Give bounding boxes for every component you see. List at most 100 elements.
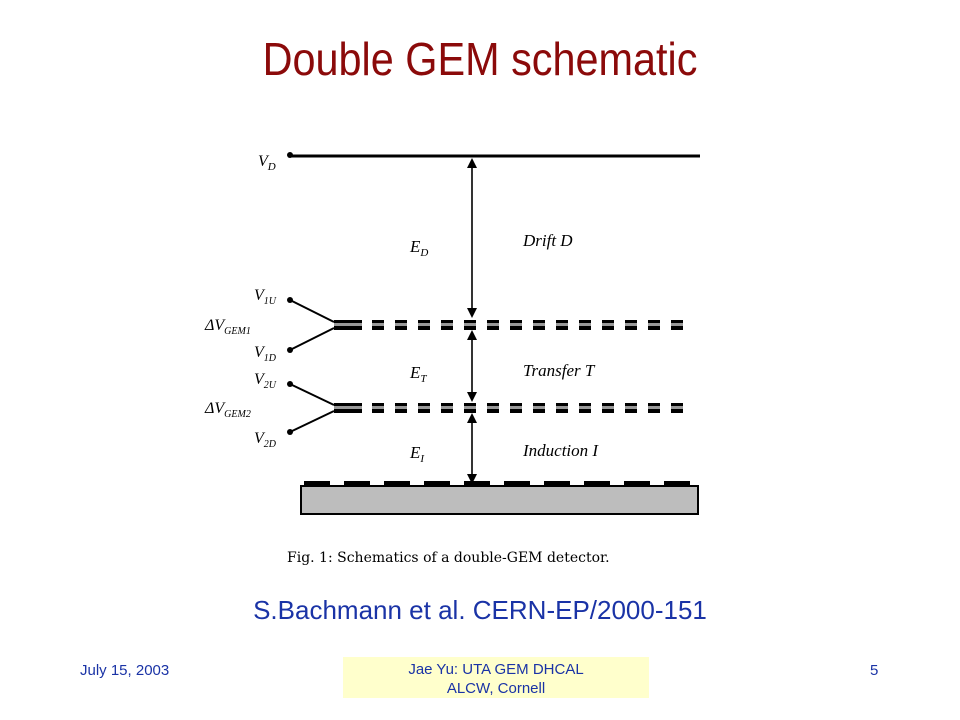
foil-segment bbox=[602, 406, 614, 410]
v2d-label: V2D bbox=[254, 430, 277, 450]
readout-pads bbox=[304, 481, 690, 486]
foil-segment bbox=[441, 403, 453, 407]
foil-segment bbox=[510, 326, 522, 330]
foil-segment bbox=[418, 406, 430, 410]
foil-segment bbox=[487, 403, 499, 407]
foil-segment bbox=[464, 406, 476, 410]
foil-segment bbox=[510, 403, 522, 407]
foil-segment bbox=[533, 406, 545, 410]
foil-segment bbox=[602, 409, 614, 413]
foil-segment bbox=[556, 320, 568, 324]
foil-segment bbox=[556, 323, 568, 327]
foil-segment bbox=[671, 406, 683, 410]
foil-segment bbox=[648, 326, 660, 330]
foil-segment bbox=[533, 409, 545, 413]
gem1-foil-body bbox=[334, 323, 362, 327]
foil-segment bbox=[418, 323, 430, 327]
foil-segment bbox=[487, 320, 499, 324]
readout-pad bbox=[344, 481, 370, 486]
readout-pad bbox=[584, 481, 610, 486]
foil-segment bbox=[441, 326, 453, 330]
foil-segment bbox=[441, 406, 453, 410]
foil-segment bbox=[372, 409, 384, 413]
drift-region-label: Drift D bbox=[522, 231, 573, 250]
foil-segment bbox=[418, 403, 430, 407]
foil-segment bbox=[487, 326, 499, 330]
foil-segment bbox=[395, 409, 407, 413]
foil-segment bbox=[579, 323, 591, 327]
foil-segment bbox=[464, 323, 476, 327]
foil-segment bbox=[510, 320, 522, 324]
foil-segment bbox=[464, 326, 476, 330]
dvgem2-label: ΔVGEM2 bbox=[204, 400, 251, 420]
footer-author: Jae Yu: UTA GEM DHCAL bbox=[408, 661, 584, 678]
transfer-region-label: Transfer T bbox=[523, 361, 596, 380]
foil-segment bbox=[625, 323, 637, 327]
foil-segment bbox=[671, 409, 683, 413]
foil-segment bbox=[487, 323, 499, 327]
induction-region-label: Induction I bbox=[522, 441, 599, 460]
readout-pad bbox=[304, 481, 330, 486]
foil-segment bbox=[556, 409, 568, 413]
foil-segment bbox=[418, 326, 430, 330]
et-label: ET bbox=[409, 363, 427, 385]
readout-pad bbox=[384, 481, 410, 486]
foil-segment bbox=[464, 403, 476, 407]
gem2-foil-body bbox=[334, 406, 362, 410]
foil-segment bbox=[395, 320, 407, 324]
foil-segment bbox=[648, 323, 660, 327]
footer-center-box: Jae Yu: UTA GEM DHCAL ALCW, Cornell bbox=[343, 657, 649, 698]
foil-segment bbox=[533, 403, 545, 407]
foil-segment bbox=[648, 403, 660, 407]
foil-segment bbox=[533, 323, 545, 327]
gem2-lead-top bbox=[289, 383, 335, 406]
gem1-lead-top bbox=[289, 299, 335, 323]
foil-segment bbox=[602, 320, 614, 324]
foil-segment bbox=[441, 409, 453, 413]
v1u-label: V1U bbox=[254, 287, 277, 307]
foil-segment bbox=[372, 326, 384, 330]
ei-label: EI bbox=[409, 443, 425, 465]
footer-venue: ALCW, Cornell bbox=[446, 680, 546, 697]
foil-segment bbox=[648, 406, 660, 410]
v2u-label: V2U bbox=[254, 371, 277, 391]
readout-pad bbox=[664, 481, 690, 486]
foil-segment bbox=[556, 326, 568, 330]
foil-segment bbox=[579, 320, 591, 324]
gem2-foil-bottom-layer bbox=[334, 409, 362, 413]
gem1-foil-segments bbox=[372, 320, 683, 330]
foil-segment bbox=[418, 320, 430, 324]
vd-label: VD bbox=[258, 153, 276, 173]
foil-segment bbox=[395, 403, 407, 407]
foil-segment bbox=[510, 323, 522, 327]
foil-segment bbox=[556, 403, 568, 407]
foil-segment bbox=[579, 403, 591, 407]
foil-segment bbox=[533, 326, 545, 330]
foil-segment bbox=[487, 409, 499, 413]
foil-segment bbox=[671, 323, 683, 327]
foil-segment bbox=[464, 409, 476, 413]
foil-segment bbox=[671, 326, 683, 330]
gem2-lead-bottom bbox=[289, 410, 335, 433]
foil-segment bbox=[648, 409, 660, 413]
foil-segment bbox=[441, 323, 453, 327]
readout-pad bbox=[424, 481, 450, 486]
readout-pad bbox=[624, 481, 650, 486]
foil-segment bbox=[372, 323, 384, 327]
foil-segment bbox=[556, 406, 568, 410]
foil-segment bbox=[372, 406, 384, 410]
foil-segment bbox=[395, 326, 407, 330]
ed-label: ED bbox=[409, 237, 428, 259]
foil-segment bbox=[602, 326, 614, 330]
foil-segment bbox=[602, 323, 614, 327]
foil-segment bbox=[625, 326, 637, 330]
foil-segment bbox=[510, 409, 522, 413]
foil-segment bbox=[625, 406, 637, 410]
page-number: 5 bbox=[870, 662, 879, 679]
gem1-lead-bottom bbox=[289, 327, 335, 351]
foil-segment bbox=[579, 406, 591, 410]
gem2-foil-segments bbox=[372, 403, 683, 413]
foil-segment bbox=[418, 409, 430, 413]
foil-segment bbox=[625, 403, 637, 407]
